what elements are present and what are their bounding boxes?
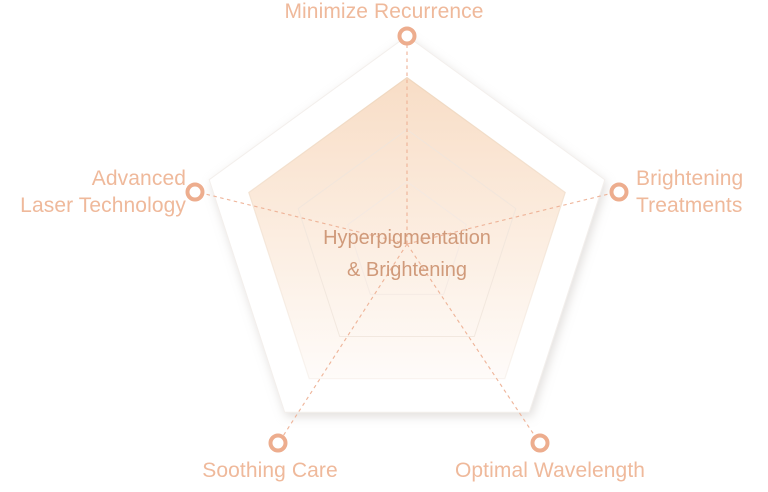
vertex-dot-minimize-recurrence xyxy=(397,26,417,46)
vertex-dot-optimal-wavelength xyxy=(530,433,550,453)
vertex-dot-soothing-care xyxy=(268,433,288,453)
inner-grid-ring-55 xyxy=(297,128,517,337)
axis-spokes xyxy=(196,37,618,442)
inner-grid-ring-30 xyxy=(347,180,467,295)
vertex-markers xyxy=(185,26,629,453)
spoke-brightening-treatments xyxy=(406,191,618,245)
spoke-optimal-wavelength xyxy=(406,243,539,442)
vertex-dot-advanced-laser-technology xyxy=(185,182,205,202)
spoke-advanced-laser-technology xyxy=(196,191,408,245)
vertex-dot-brightening-treatments xyxy=(609,182,629,202)
